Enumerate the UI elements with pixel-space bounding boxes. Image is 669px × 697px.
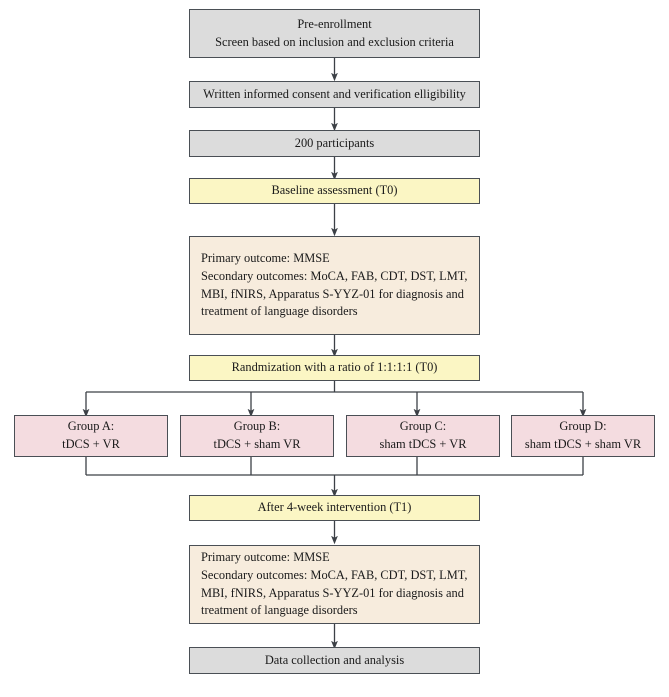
node-outcomes-t0-line3: MBI, fNIRS, Apparatus S-YYZ-01 for diagn… <box>201 286 464 301</box>
node-outcomes-t0-line4: treatment of language disorders <box>201 304 358 319</box>
node-outcomes-t1-line2: Secondary outcomes: MoCA, FAB, CDT, DST,… <box>201 567 468 582</box>
node-outcomes-t1-line4: treatment of language disorders <box>201 603 358 618</box>
node-group-d-line2: sham tDCS + sham VR <box>524 437 642 451</box>
node-after-intervention: After 4-week intervention (T1) <box>189 495 480 521</box>
node-pre-enrollment-line1: Pre-enrollment <box>297 16 372 31</box>
node-group-b: Group B: tDCS + sham VR <box>180 415 334 457</box>
node-group-d: Group D: sham tDCS + sham VR <box>511 415 655 457</box>
node-group-c-line2: sham tDCS + VR <box>379 437 467 451</box>
node-outcomes-t0-line2: Secondary outcomes: MoCA, FAB, CDT, DST,… <box>201 268 468 283</box>
node-participants: 200 participants <box>189 130 480 157</box>
node-outcomes-t0-line1: Primary outcome: MMSE <box>201 250 330 265</box>
node-outcomes-t1: Primary outcome: MMSE Secondary outcomes… <box>189 545 480 624</box>
node-participants-line1: 200 participants <box>294 135 375 150</box>
node-group-c-line1: Group C: <box>399 419 447 434</box>
node-group-a-line1: Group A: <box>67 419 115 434</box>
node-after-intervention-line1: After 4-week intervention (T1) <box>257 500 412 514</box>
node-data-collection: Data collection and analysis <box>189 647 480 674</box>
node-outcomes-t1-line1: Primary outcome: MMSE <box>201 549 330 564</box>
node-outcomes-t0: Primary outcome: MMSE Secondary outcomes… <box>189 236 480 335</box>
node-group-b-line2: tDCS + sham VR <box>213 437 301 451</box>
node-group-d-line1: Group D: <box>559 419 607 434</box>
node-data-collection-line1: Data collection and analysis <box>264 652 405 667</box>
node-baseline-assessment-line1: Baseline assessment (T0) <box>271 183 398 197</box>
node-pre-enrollment-line2: Screen based on inclusion and exclusion … <box>215 34 454 49</box>
node-group-a-line2: tDCS + VR <box>62 437 120 451</box>
node-group-a: Group A: tDCS + VR <box>14 415 168 457</box>
node-group-c: Group C: sham tDCS + VR <box>346 415 500 457</box>
node-informed-consent-line1: Written informed consent and verificatio… <box>203 86 466 101</box>
node-pre-enrollment: Pre-enrollment Screen based on inclusion… <box>189 9 480 58</box>
node-randomization: Randmization with a ratio of 1:1:1:1 (T0… <box>189 355 480 381</box>
node-randomization-line1: Randmization with a ratio of 1:1:1:1 (T0… <box>231 360 438 374</box>
node-outcomes-t1-line3: MBI, fNIRS, Apparatus S-YYZ-01 for diagn… <box>201 585 464 600</box>
node-group-b-line1: Group B: <box>233 419 281 434</box>
node-baseline-assessment: Baseline assessment (T0) <box>189 178 480 204</box>
node-informed-consent: Written informed consent and verificatio… <box>189 81 480 108</box>
